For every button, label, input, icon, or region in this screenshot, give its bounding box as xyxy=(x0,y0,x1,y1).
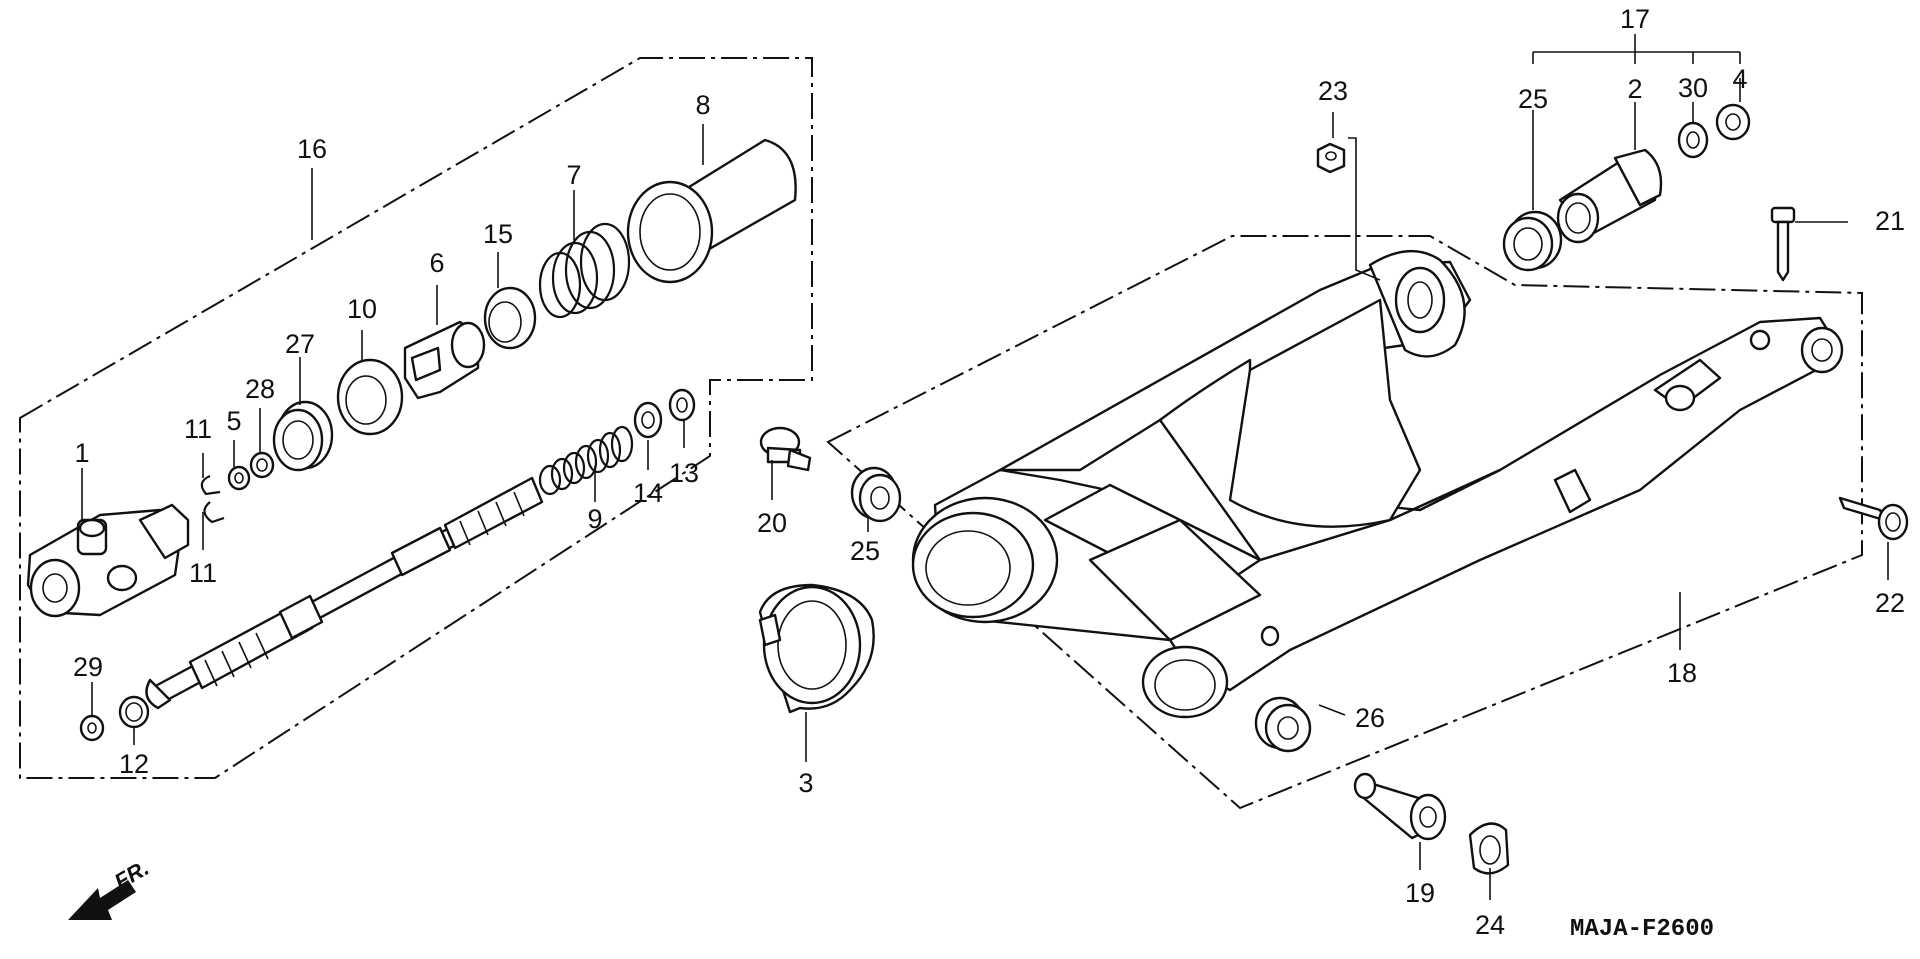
leader-lines xyxy=(81,34,1889,900)
spring-9 xyxy=(538,425,634,496)
callout-11-lower: 11 xyxy=(189,558,217,588)
pinion-joint-2 xyxy=(1556,148,1663,244)
callout-22: 22 xyxy=(1875,588,1905,618)
bolt-22 xyxy=(1838,496,1909,541)
pivot-bolt-19 xyxy=(1353,772,1447,841)
bolt-21 xyxy=(1770,206,1796,282)
collar-15 xyxy=(483,286,537,350)
bearing-25-lower xyxy=(1254,696,1312,753)
callout-20: 20 xyxy=(757,508,787,538)
callout-6: 6 xyxy=(429,248,444,278)
circlip-lower xyxy=(203,501,225,524)
callout-7: 7 xyxy=(566,160,581,190)
callout-23: 23 xyxy=(1318,76,1348,106)
callout-15: 15 xyxy=(483,219,513,249)
bearing-25-upper xyxy=(850,466,902,523)
washer-28 xyxy=(249,451,275,479)
callout-14: 14 xyxy=(633,478,663,508)
oil-seal-27 xyxy=(272,400,334,472)
callout-19: 19 xyxy=(1405,878,1435,908)
washer-14 xyxy=(633,401,663,439)
boot-8 xyxy=(626,138,797,284)
callout-16: 16 xyxy=(297,134,327,164)
front-arrow-icon xyxy=(68,880,136,920)
washer-12 xyxy=(118,695,150,729)
callout-17: 17 xyxy=(1620,4,1650,34)
callout-9: 9 xyxy=(587,504,602,534)
washer-13 xyxy=(668,388,696,422)
pivot-nut-3 xyxy=(758,583,875,714)
callout-27: 27 xyxy=(285,329,315,359)
locknut-24 xyxy=(1468,822,1510,875)
group-outline-18 xyxy=(826,235,1863,810)
callout-5: 5 xyxy=(226,406,241,436)
callout-11-upper: 11 xyxy=(184,414,212,444)
callout-8: 8 xyxy=(695,90,710,120)
washer-30 xyxy=(1677,121,1709,159)
callout-labels: 16 1 11 5 28 27 10 6 15 7 8 11 9 14 13 2… xyxy=(73,4,1905,940)
front-direction-indicator: FR. xyxy=(68,855,153,920)
oil-seal-26 xyxy=(1502,210,1563,272)
spring-7 xyxy=(538,222,631,319)
callout-2: 2 xyxy=(1627,74,1642,104)
callout-25-lower: 26 xyxy=(1355,703,1385,733)
washer-5 xyxy=(227,465,251,491)
group-outline-16 xyxy=(19,57,813,779)
coupling-6 xyxy=(403,320,486,400)
callout-1: 1 xyxy=(74,438,89,468)
ring-10 xyxy=(336,358,404,436)
callout-21: 21 xyxy=(1875,206,1905,236)
callout-3: 3 xyxy=(798,768,813,798)
callout-4: 4 xyxy=(1732,64,1747,94)
universal-joint xyxy=(26,503,190,618)
callout-13: 13 xyxy=(669,458,699,488)
callout-12: 12 xyxy=(119,749,149,779)
callout-30: 30 xyxy=(1678,73,1708,103)
callout-25-upper: 25 xyxy=(850,536,880,566)
swingarm-18 xyxy=(911,249,1844,719)
callout-28: 28 xyxy=(245,374,275,404)
callout-18: 18 xyxy=(1667,658,1697,688)
washer-29 xyxy=(79,714,105,742)
breather-20 xyxy=(759,426,812,472)
circlip-upper xyxy=(200,474,221,496)
nut-23 xyxy=(1316,142,1346,174)
callout-26: 25 xyxy=(1518,84,1548,114)
drive-shaft xyxy=(145,476,544,710)
diagram-code: MAJA-F2600 xyxy=(1570,916,1714,943)
callout-24: 24 xyxy=(1475,910,1505,940)
washer-4 xyxy=(1715,103,1751,141)
callout-29: 29 xyxy=(73,652,103,682)
callout-10: 10 xyxy=(347,294,377,324)
